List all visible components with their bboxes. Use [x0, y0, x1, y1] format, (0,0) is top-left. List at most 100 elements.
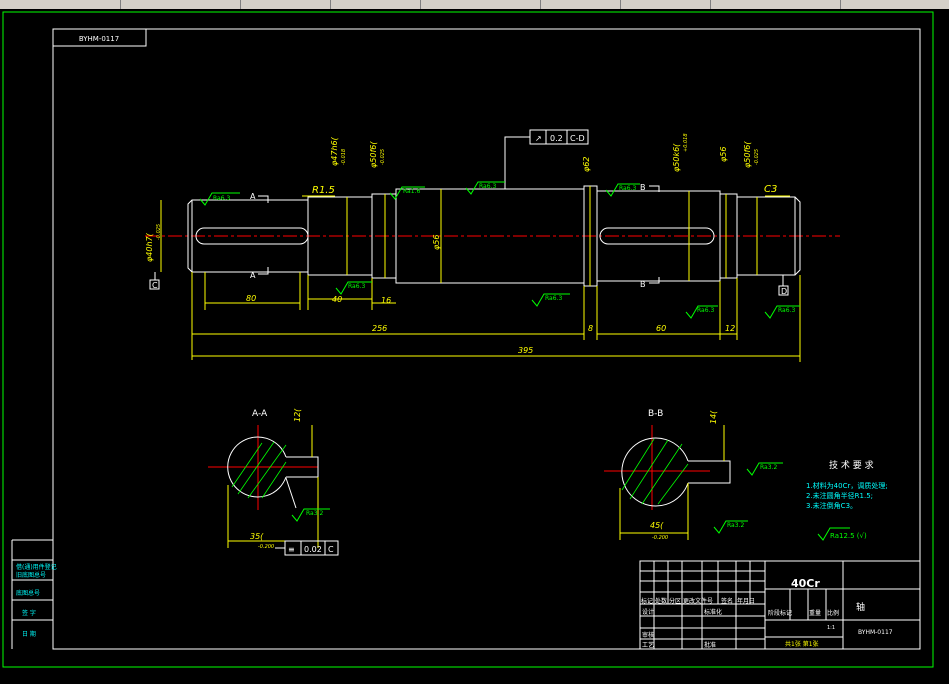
- svg-text:C: C: [328, 545, 334, 554]
- code-tag-text: BYHM-0117: [79, 35, 119, 43]
- svg-text:-0.018: -0.018: [341, 149, 347, 165]
- side-label-3: 底图总号: [16, 589, 40, 597]
- toolbar-separator: [710, 0, 711, 9]
- tb-std: 标准化: [704, 608, 722, 616]
- tb-part-name: 轴: [856, 601, 865, 613]
- dim-phi56b: φ56: [719, 147, 728, 162]
- svg-text:Ra6.3: Ra6.3: [479, 183, 496, 190]
- dim-8: 8: [588, 324, 593, 333]
- svg-text:C-D: C-D: [570, 134, 585, 143]
- svg-text:Ra6.3: Ra6.3: [545, 295, 562, 302]
- dim-16: 16: [381, 296, 391, 305]
- tb-col-count: 处数: [655, 597, 667, 605]
- dim-phi47: φ47h6(: [330, 136, 339, 166]
- tb-col-doc: 更改文件号: [683, 597, 713, 605]
- shaft-main-view[interactable]: φ40h7( -0.025 φ47h6( -0.018 φ50f6( -0.02…: [145, 129, 840, 362]
- svg-text:-0.200: -0.200: [652, 535, 668, 541]
- radius-label: R1.5: [312, 185, 335, 196]
- dim-phi50c: φ50f6(: [743, 141, 752, 168]
- app-toolbar-strip: [0, 0, 949, 9]
- svg-text:Ra6.3: Ra6.3: [619, 185, 636, 192]
- svg-text:Ra3.2: Ra3.2: [727, 522, 744, 529]
- section-mark-a-top: A: [250, 192, 256, 201]
- section-a-a-view[interactable]: A-A 35( -0.200 12( Ra3.2 ≡ 0.02 C: [208, 408, 339, 556]
- section-aa-title: A-A: [252, 409, 268, 419]
- symmetry-tolerance-frame: ≡ 0.02 C: [275, 540, 339, 556]
- toolbar-separator: [420, 0, 421, 9]
- svg-text:0.2: 0.2: [550, 134, 563, 143]
- dim-12: 12: [725, 324, 735, 333]
- side-registration-column: 借(通)用件登记 旧底图总号 底图总号 签 字 日 期: [11, 539, 57, 649]
- svg-text:+0.018: +0.018: [683, 133, 689, 152]
- keyway-left: [195, 227, 309, 245]
- tb-col-date: 年月日: [737, 597, 755, 605]
- svg-text:≡: ≡: [288, 545, 295, 554]
- drawing-sheet[interactable]: BYHM-0117 借(通)用件登记 旧底图总号 底图总号 签 字 日 期: [0, 9, 949, 680]
- side-label-2: 旧底图总号: [16, 571, 46, 579]
- section-mark-a-bottom: A: [250, 271, 256, 280]
- runout-tolerance-frame: ↗ 0.2 C-D: [504, 129, 589, 189]
- tb-scale-value: 1:1: [827, 625, 835, 631]
- datum-c-label: C: [152, 281, 158, 290]
- svg-text:-0.025: -0.025: [380, 149, 386, 165]
- dim-phi50b: φ50k6(: [672, 143, 681, 172]
- tb-stage: 阶段标记: [768, 609, 792, 617]
- inner-border: [52, 28, 921, 650]
- tb-material: 40Cr: [791, 577, 820, 590]
- general-roughness: Ra12.5 (√): [830, 532, 867, 540]
- roughness-symbols-main: Ra6.3 Ra1.6 Ra6.3 Ra6.3 Ra6.3 Ra6.3 Ra6.…: [199, 181, 800, 319]
- tb-col-zone: 分区: [669, 597, 681, 605]
- tb-approve: 批准: [704, 641, 716, 649]
- title-block: 标记 处数 分区 更改文件号 签名 年月日 设计 审核 工艺 标准化 批准 40…: [639, 560, 921, 650]
- tb-col-mark: 标记: [641, 597, 653, 605]
- technical-requirements: 技 术 要 求 1.材料为40Cr，调质处理; 2.未注圆角半径R1.5; 3.…: [806, 459, 888, 541]
- toolbar-separator: [540, 0, 541, 9]
- svg-text:Ra6.3: Ra6.3: [697, 307, 714, 314]
- dim-40: 40: [332, 295, 342, 304]
- tb-row-process: 工艺: [642, 641, 654, 649]
- toolbar-separator: [240, 0, 241, 9]
- outer-border: [2, 11, 934, 668]
- dim-45: 45(: [650, 521, 664, 530]
- svg-text:Ra3.2: Ra3.2: [760, 464, 777, 471]
- svg-text:↗: ↗: [535, 134, 542, 143]
- svg-text:-0.025: -0.025: [754, 149, 760, 165]
- tb-sheet: 共1张 第1张: [785, 640, 819, 648]
- section-mark-b-top: B: [640, 183, 646, 192]
- section-bb-title: B-B: [648, 409, 663, 419]
- tech-req-2: 2.未注圆角半径R1.5;: [806, 491, 873, 500]
- toolbar-separator: [120, 0, 121, 9]
- tb-weight: 重量: [809, 609, 821, 617]
- tb-scale: 比例: [827, 609, 839, 617]
- toolbar-separator: [840, 0, 841, 9]
- dim-35: 35(: [250, 532, 264, 541]
- datum-d-label: D: [781, 287, 787, 296]
- dim-12v: 12(: [293, 408, 302, 422]
- dim-256: 256: [372, 324, 387, 333]
- svg-text:Ra6.3: Ra6.3: [213, 195, 230, 202]
- svg-text:Ra3.2: Ra3.2: [306, 510, 323, 517]
- chamfer-label: C3: [764, 184, 777, 195]
- keyway-right: [599, 227, 715, 245]
- side-label-1: 借(通)用件登记: [16, 563, 57, 571]
- dim-phi40: φ40h7(: [145, 232, 154, 262]
- tech-req-title: 技 术 要 求: [829, 459, 874, 471]
- svg-text:0.02: 0.02: [304, 545, 322, 554]
- dim-phi50a: φ50f6(: [369, 141, 378, 168]
- toolbar-separator: [330, 0, 331, 9]
- toolbar-separator: [620, 0, 621, 9]
- tech-req-1: 1.材料为40Cr，调质处理;: [806, 481, 888, 490]
- tb-row-check: 审核: [642, 631, 654, 639]
- dim-14v: 14(: [709, 410, 718, 424]
- side-label-4: 签 字: [22, 609, 36, 617]
- section-b-b-view[interactable]: B-B 45( -0.200 14( Ra3.2 Ra3.2: [604, 409, 783, 541]
- dim-80: 80: [246, 294, 256, 303]
- svg-text:Ra6.3: Ra6.3: [348, 283, 365, 290]
- svg-text:-0.200: -0.200: [258, 544, 274, 550]
- dim-phi56: φ56: [432, 235, 441, 250]
- cad-drawing-canvas[interactable]: BYHM-0117 借(通)用件登记 旧底图总号 底图总号 签 字 日 期: [0, 9, 949, 680]
- side-label-5: 日 期: [22, 630, 36, 638]
- section-mark-b-bottom: B: [640, 280, 646, 289]
- code-tag-box: [52, 28, 147, 47]
- svg-text:-0.025: -0.025: [156, 224, 162, 240]
